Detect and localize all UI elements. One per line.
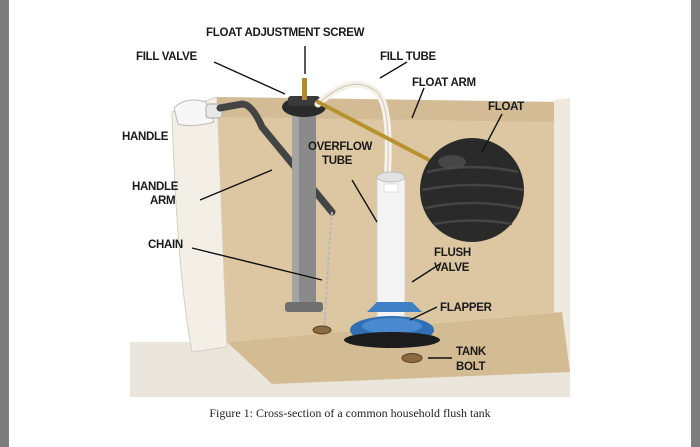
leader-fill-valve [213,61,286,95]
label-overflow-tube-line1: OVERFLOW [308,141,372,153]
tank-bolt-left [312,325,332,335]
float-ball [420,138,524,242]
label-flapper: FLAPPER [440,302,493,314]
handle-arm [216,100,336,216]
label-flush-valve-line2: VALVE [434,262,470,274]
tank-right-wall [554,98,570,372]
label-handle-arm-line2: ARM [150,195,175,207]
overflow-tube [376,176,406,318]
handle-knob [173,99,215,127]
label-fill-tube: FILL TUBE [380,51,436,63]
flush-valve-frame [367,302,422,312]
fill-valve-highlight [292,112,299,312]
overflow-tube-top [376,171,406,183]
leader-float-arm [411,87,425,119]
label-flush-valve-line1: FLUSH [434,247,471,259]
leader-overflow-tube [351,179,378,223]
label-handle-arm-line1: HANDLE [132,181,179,193]
right-border [691,0,700,447]
tank-left-wall [171,96,228,353]
leader-lines [191,46,503,359]
leader-flapper [409,306,438,321]
figure-caption: Figure 1: Cross-section of a common hous… [209,406,491,420]
label-fill-valve: FILL VALVE [136,51,198,63]
label-float-adjustment-screw: FLOAT ADJUSTMENT SCREW [206,27,365,39]
float-ribs [421,165,525,226]
leader-handle-arm [199,169,273,201]
leader-float [481,113,503,153]
leader-fill-tube [379,61,408,79]
flush-tank-diagram: FLOAT ADJUSTMENT SCREW FILL VALVE FILL T… [122,27,570,397]
flapper-top [362,318,422,334]
label-float: FLOAT [488,101,524,113]
label-tank-bolt-line1: TANK [456,346,487,358]
float-highlight [438,155,466,169]
overflow-tube-sticker [383,183,399,193]
label-tank-bolt-line2: BOLT [456,361,486,373]
chain [323,211,333,333]
leader-flush-valve [411,263,441,283]
float-adjustment-screw [302,78,307,100]
leader-chain [191,247,323,281]
flush-valve-seal [344,332,440,348]
label-float-arm: FLOAT ARM [412,77,476,89]
tank-bottom [227,312,570,384]
fill-tube-outline [317,83,389,183]
fill-valve-top [288,96,320,106]
fill-valve-base [285,302,323,312]
left-border [0,0,9,447]
label-overflow-tube-line2: TUBE [322,155,353,167]
label-handle: HANDLE [122,131,169,143]
label-chain: CHAIN [148,239,183,251]
tank-bolt-right [401,353,423,363]
